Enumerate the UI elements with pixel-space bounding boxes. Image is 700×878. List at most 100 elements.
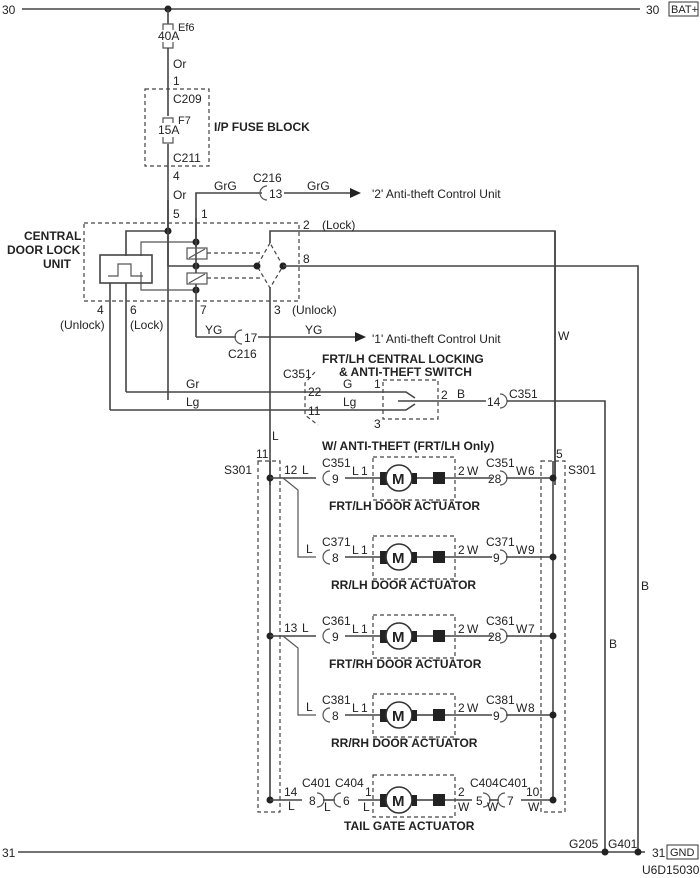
anti-theft-1-label: '1' Anti-theft Control Unit <box>372 332 501 346</box>
wire-label-b-3: B <box>641 579 649 593</box>
actuator-rwire-2: W <box>516 622 528 636</box>
switch-title-2: & ANTI-THEFT SWITCH <box>339 365 472 379</box>
motor-terminal <box>380 472 389 485</box>
connector-c351-right: C351 <box>509 387 538 401</box>
actuator-lwire: L <box>302 463 309 477</box>
ground-g205: G205 <box>569 837 599 851</box>
actuator-rconn-pin: 9 <box>493 551 500 565</box>
anti-theft-2-label: '2' Anti-theft Control Unit <box>372 187 501 201</box>
junction-dot <box>549 711 557 719</box>
wire-lg <box>110 403 416 411</box>
connector-symbol <box>234 329 243 345</box>
actuator-ain: 1 <box>361 701 368 715</box>
wire-label-yg-2: YG <box>305 323 322 337</box>
actuator-block <box>433 794 445 806</box>
connector-symbol <box>333 792 342 808</box>
wire-label-or: Or <box>173 57 186 71</box>
actuator-rwire: W <box>467 622 479 636</box>
fuse-gap <box>162 116 174 144</box>
motor-label: M <box>392 793 405 810</box>
ground-right-label: 31 <box>652 846 666 860</box>
actuator-ain: 1 <box>361 464 368 478</box>
actuator-rwire: W <box>467 543 479 557</box>
unlock-label-right: (Unlock) <box>292 303 337 317</box>
junction-dot <box>549 474 557 482</box>
tailgate-c404a-pin: 6 <box>343 794 350 808</box>
fuse-block-title: I/P FUSE BLOCK <box>214 120 310 134</box>
actuator-rconn: C361 <box>486 614 515 628</box>
wire-label-w: W <box>558 329 570 343</box>
switch-pin-2: 2 <box>441 388 448 402</box>
connector-c351-outline <box>304 371 319 426</box>
wire-gr-g <box>126 391 416 399</box>
connector-c209: C209 <box>173 92 202 106</box>
actuator-lconn: C381 <box>322 693 351 707</box>
wire-label-grg-2: GrG <box>307 179 330 193</box>
pin-3: 3 <box>274 303 281 317</box>
tailgate-row: 14 L C401 8 L C404 6 1 L M 2 W C404 5 W … <box>266 774 557 833</box>
actuator-rconn: C371 <box>486 535 515 549</box>
power-left-label: 30 <box>2 3 16 17</box>
connector-symbol <box>259 185 268 201</box>
actuator-lwire-2: L <box>352 464 359 478</box>
pin-17: 17 <box>244 331 258 345</box>
actuator-rconn: C381 <box>486 693 515 707</box>
actuator-lconn-pin: 9 <box>332 630 339 644</box>
actuator-title: RR/RH DOOR ACTUATOR <box>331 736 478 750</box>
actuator-ain: 1 <box>361 543 368 557</box>
wire-label-yg: YG <box>205 323 222 337</box>
actuator-aout: 2 <box>458 543 465 557</box>
actuator-block <box>433 630 445 642</box>
actuator-block <box>433 472 445 484</box>
tailgate-ain: 1 <box>365 785 372 799</box>
actuator-lwire-2: L <box>352 622 359 636</box>
actuator-rwire-2: W <box>516 464 528 478</box>
actuator-lconn: C371 <box>322 535 351 549</box>
actuator-lwire: L <box>302 621 309 635</box>
splice-s301-left-label: S301 <box>224 463 252 477</box>
switch-outline <box>382 379 439 420</box>
actuator-lpin: 13 <box>284 621 298 635</box>
tailgate-c401b-pin: 7 <box>507 794 514 808</box>
wire-label-l: L <box>272 429 279 443</box>
relay-coil-slash <box>188 248 206 259</box>
section-title: W/ ANTI-THEFT (FRT/LH Only) <box>322 439 494 453</box>
relay-coil-slash <box>188 273 206 284</box>
tailgate-aout: 2 <box>458 785 465 799</box>
tailgate-lwire-2: L <box>363 800 370 814</box>
connector-symbol <box>322 470 331 486</box>
actuator-rpin: 9 <box>528 543 535 557</box>
pin-4-b: 4 <box>97 303 104 317</box>
motor-label: M <box>392 471 405 488</box>
tailgate-lwire: L <box>288 799 295 813</box>
actuator-lconn-pin: 8 <box>332 551 339 565</box>
connector-c216-top: C216 <box>253 171 282 185</box>
pin-2: 2 <box>303 218 310 232</box>
actuator-block <box>433 709 445 721</box>
wire-label-b-2: B <box>609 637 617 651</box>
connector-symbol <box>322 628 331 644</box>
pin-5: 5 <box>173 207 180 221</box>
motor-terminal <box>380 630 389 643</box>
wire-branch <box>282 477 316 558</box>
pin-4: 4 <box>173 169 180 183</box>
actuator-lpin: 12 <box>284 463 298 477</box>
junction-dot <box>549 553 557 561</box>
central-unit-title-1: CENTRAL <box>24 229 81 243</box>
wire-label-or-2: Or <box>173 188 186 202</box>
actuator-block <box>433 551 445 563</box>
wire <box>140 241 196 256</box>
actuator-ain: 1 <box>361 622 368 636</box>
contact-bridge <box>256 241 284 290</box>
fuse-block-outline <box>144 88 210 167</box>
motor-terminal <box>380 551 389 564</box>
wire <box>125 230 168 256</box>
pin-13: 13 <box>269 187 283 201</box>
actuator-lconn: C361 <box>322 614 351 628</box>
arrow-icon <box>355 332 366 342</box>
motor-terminal <box>380 794 389 807</box>
bat-badge-box <box>668 1 699 17</box>
wire-grg <box>195 192 262 260</box>
tailgate-c401a: C401 <box>302 776 331 790</box>
